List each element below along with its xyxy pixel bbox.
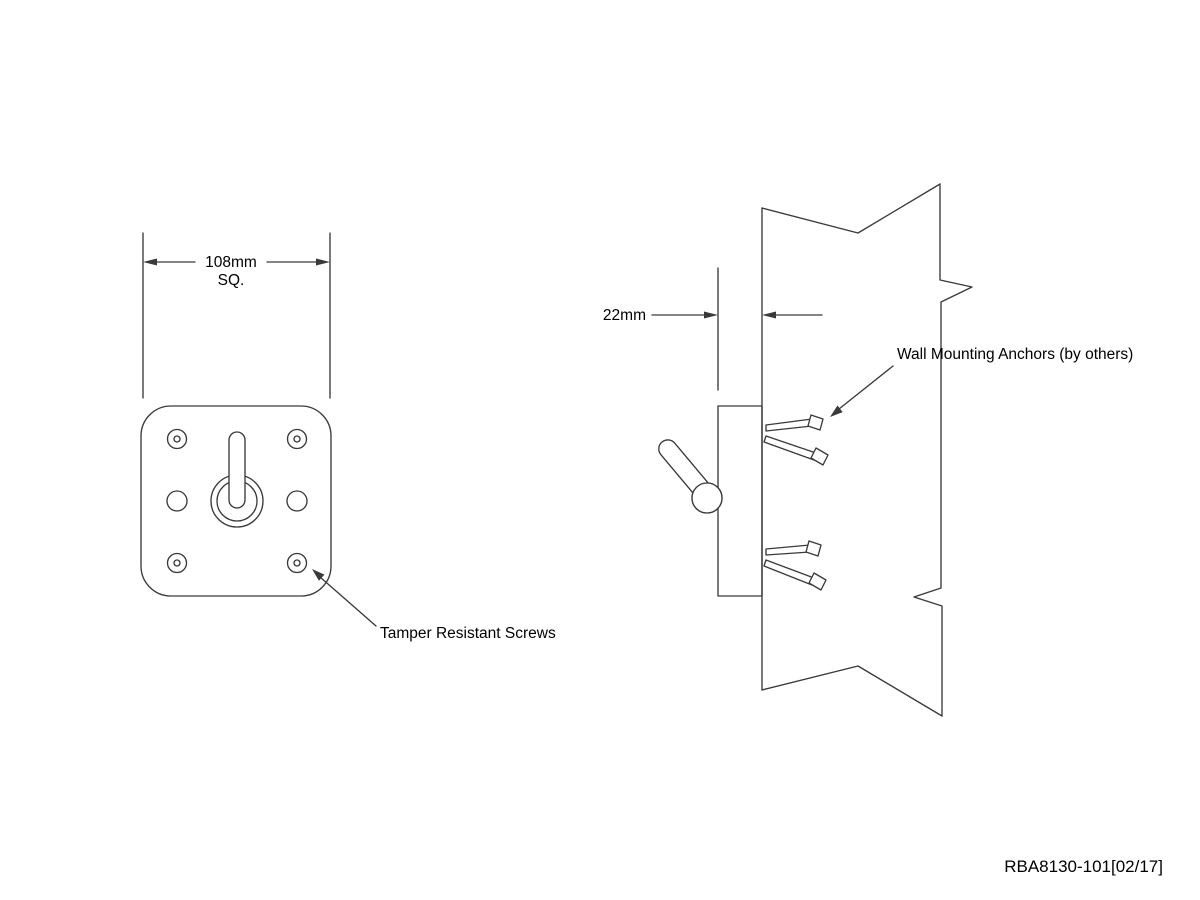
screw-hole-ring (166, 428, 188, 450)
stud-ball-front (691, 482, 723, 514)
wall-right-edge-with-breaks (913, 183, 973, 717)
callout-leader-line (838, 365, 894, 410)
anchor-upper (763, 414, 829, 466)
anchor-prong-tip (807, 414, 824, 431)
anchor-prong (765, 418, 813, 432)
dimension-arrow-right-pointing (704, 311, 718, 319)
anchor-prong-tip (805, 540, 822, 557)
side-hole-right (286, 490, 308, 512)
dimension-22mm: 22mm (603, 267, 823, 391)
anchor-prong (763, 559, 815, 586)
screw-hole-center (293, 435, 301, 443)
anchor-prong (765, 544, 811, 556)
callout-leader-line (319, 576, 377, 627)
screw-hole-top-right (286, 428, 308, 450)
keyhole-stud (658, 439, 723, 514)
keyhole-vertical-slot (228, 431, 246, 509)
side-holes (166, 490, 308, 512)
wall-bottom-break-edge (761, 665, 943, 717)
dimension-sq-label: SQ. (218, 272, 245, 289)
screw-hole-center (293, 559, 301, 567)
plate-outline (140, 405, 332, 597)
screw-hole-ring (286, 428, 308, 450)
dimension-108mm: 108mm SQ. (142, 232, 331, 399)
screw-hole-bottom-right (286, 552, 308, 574)
part-number: RBA8130-101[02/17] (1004, 857, 1163, 876)
screw-hole-ring (286, 552, 308, 574)
callout-tamper-screws: Tamper Resistant Screws (312, 569, 556, 642)
keyhole-slot (210, 431, 264, 528)
front-view: 108mm SQ. (140, 232, 556, 642)
anchor-prong (763, 435, 817, 461)
dimension-22mm-label: 22mm (603, 307, 646, 324)
callout-arrowhead (830, 405, 843, 417)
callout-wall-anchors: Wall Mounting Anchors (by others) (830, 346, 1133, 417)
anchor-prong-tip (810, 447, 829, 466)
anchor-prong-tip (808, 572, 827, 591)
wall-anchors-label: Wall Mounting Anchors (by others) (897, 346, 1133, 363)
screw-hole-top-left (166, 428, 188, 450)
dimension-arrow-right (316, 258, 330, 266)
anchor-lower (763, 540, 827, 591)
screw-hole-center (173, 559, 181, 567)
callout-arrowhead (312, 569, 325, 581)
plate-side-profile (717, 405, 763, 597)
wall-anchors (763, 414, 829, 591)
screw-hole-ring (166, 552, 188, 574)
dimension-arrow-left (143, 258, 157, 266)
side-hole-left (166, 490, 188, 512)
screw-holes (166, 428, 308, 574)
screw-hole-bottom-left (166, 552, 188, 574)
tamper-screws-label: Tamper Resistant Screws (380, 625, 556, 642)
side-view: 22mm Wall Mounting Anchors (by others) (603, 183, 1133, 717)
dimension-108mm-label: 108mm (205, 254, 257, 271)
screw-hole-center (173, 435, 181, 443)
dimension-arrow-left-pointing (762, 311, 776, 319)
wall-top-break-edge (761, 183, 941, 234)
